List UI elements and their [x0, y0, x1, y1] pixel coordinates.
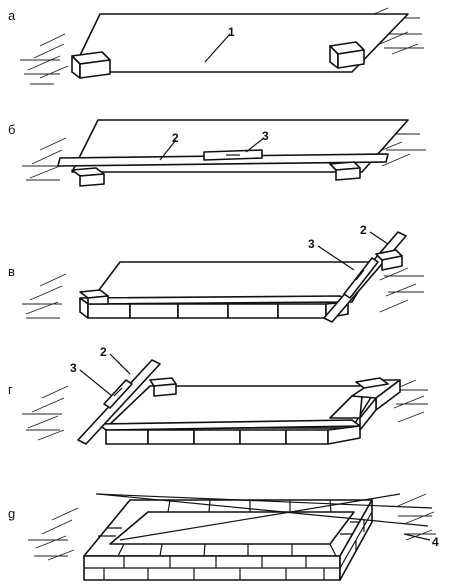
leader-line-3v: [317, 245, 355, 271]
callout-1: 1: [228, 25, 235, 39]
panel-b: б 2 3: [8, 119, 426, 187]
panel-v: в 3: [8, 223, 424, 323]
string-line-top-d: [95, 493, 433, 509]
brick-side-joints-d: [339, 511, 373, 569]
leader-line-2v: [369, 231, 389, 245]
string-line-diag-2-d: [119, 493, 401, 541]
panel-label-d: g: [8, 506, 15, 521]
callout-2b: 2: [172, 131, 179, 145]
brick-frame-inner-d: [109, 511, 355, 545]
panel-g: г: [8, 345, 428, 445]
ground-hatching-d: [28, 493, 436, 561]
corner-block-left-b: [71, 167, 105, 187]
spirit-level-g: [103, 379, 133, 409]
level-bubble-g: [113, 387, 123, 397]
panel-label-v: в: [8, 264, 15, 279]
brick-joints-top-d: [98, 499, 364, 557]
ground-hatching-g: [22, 379, 428, 441]
callout-3b: 3: [262, 129, 269, 143]
panel-a: а 1: [8, 7, 424, 85]
panel-d: g 4: [8, 493, 439, 581]
callout-2v: 2: [360, 223, 367, 237]
brick-front-face-d: [83, 555, 341, 581]
leader-line-3b: [245, 137, 265, 153]
plot-outline-v: [89, 261, 377, 303]
brick-row-front-v: [79, 295, 349, 319]
panel-label-b: б: [8, 122, 15, 137]
corner-block-right-b: [329, 161, 361, 181]
panel-label-a: а: [8, 8, 16, 23]
corner-brick-left-rear-g: [149, 377, 177, 397]
callout-2g: 2: [100, 345, 107, 359]
corner-brick-right-rear-g: [355, 377, 389, 389]
leader-line-4: [403, 533, 431, 541]
corner-brick-right-v: [375, 249, 403, 271]
leader-line-1: [204, 33, 231, 63]
plot-outline-a: [71, 13, 409, 73]
callout-4: 4: [432, 535, 439, 549]
leader-line-2b: [159, 139, 177, 161]
corner-block-left-a: [71, 51, 111, 79]
spirit-level-v: [343, 257, 379, 299]
corner-block-right-a: [329, 41, 365, 69]
leader-line-3g: [79, 369, 113, 397]
string-line-diag-1-d: [97, 493, 429, 527]
callout-3g: 3: [70, 361, 77, 375]
ground-hatching-v: [22, 267, 424, 319]
brick-row-front-g: [97, 419, 361, 445]
corner-brick-left-v: [79, 289, 109, 305]
callout-3v: 3: [308, 237, 315, 251]
leader-line-2g: [109, 353, 131, 375]
panel-label-g: г: [8, 382, 13, 397]
level-bubble-v: [355, 269, 365, 281]
